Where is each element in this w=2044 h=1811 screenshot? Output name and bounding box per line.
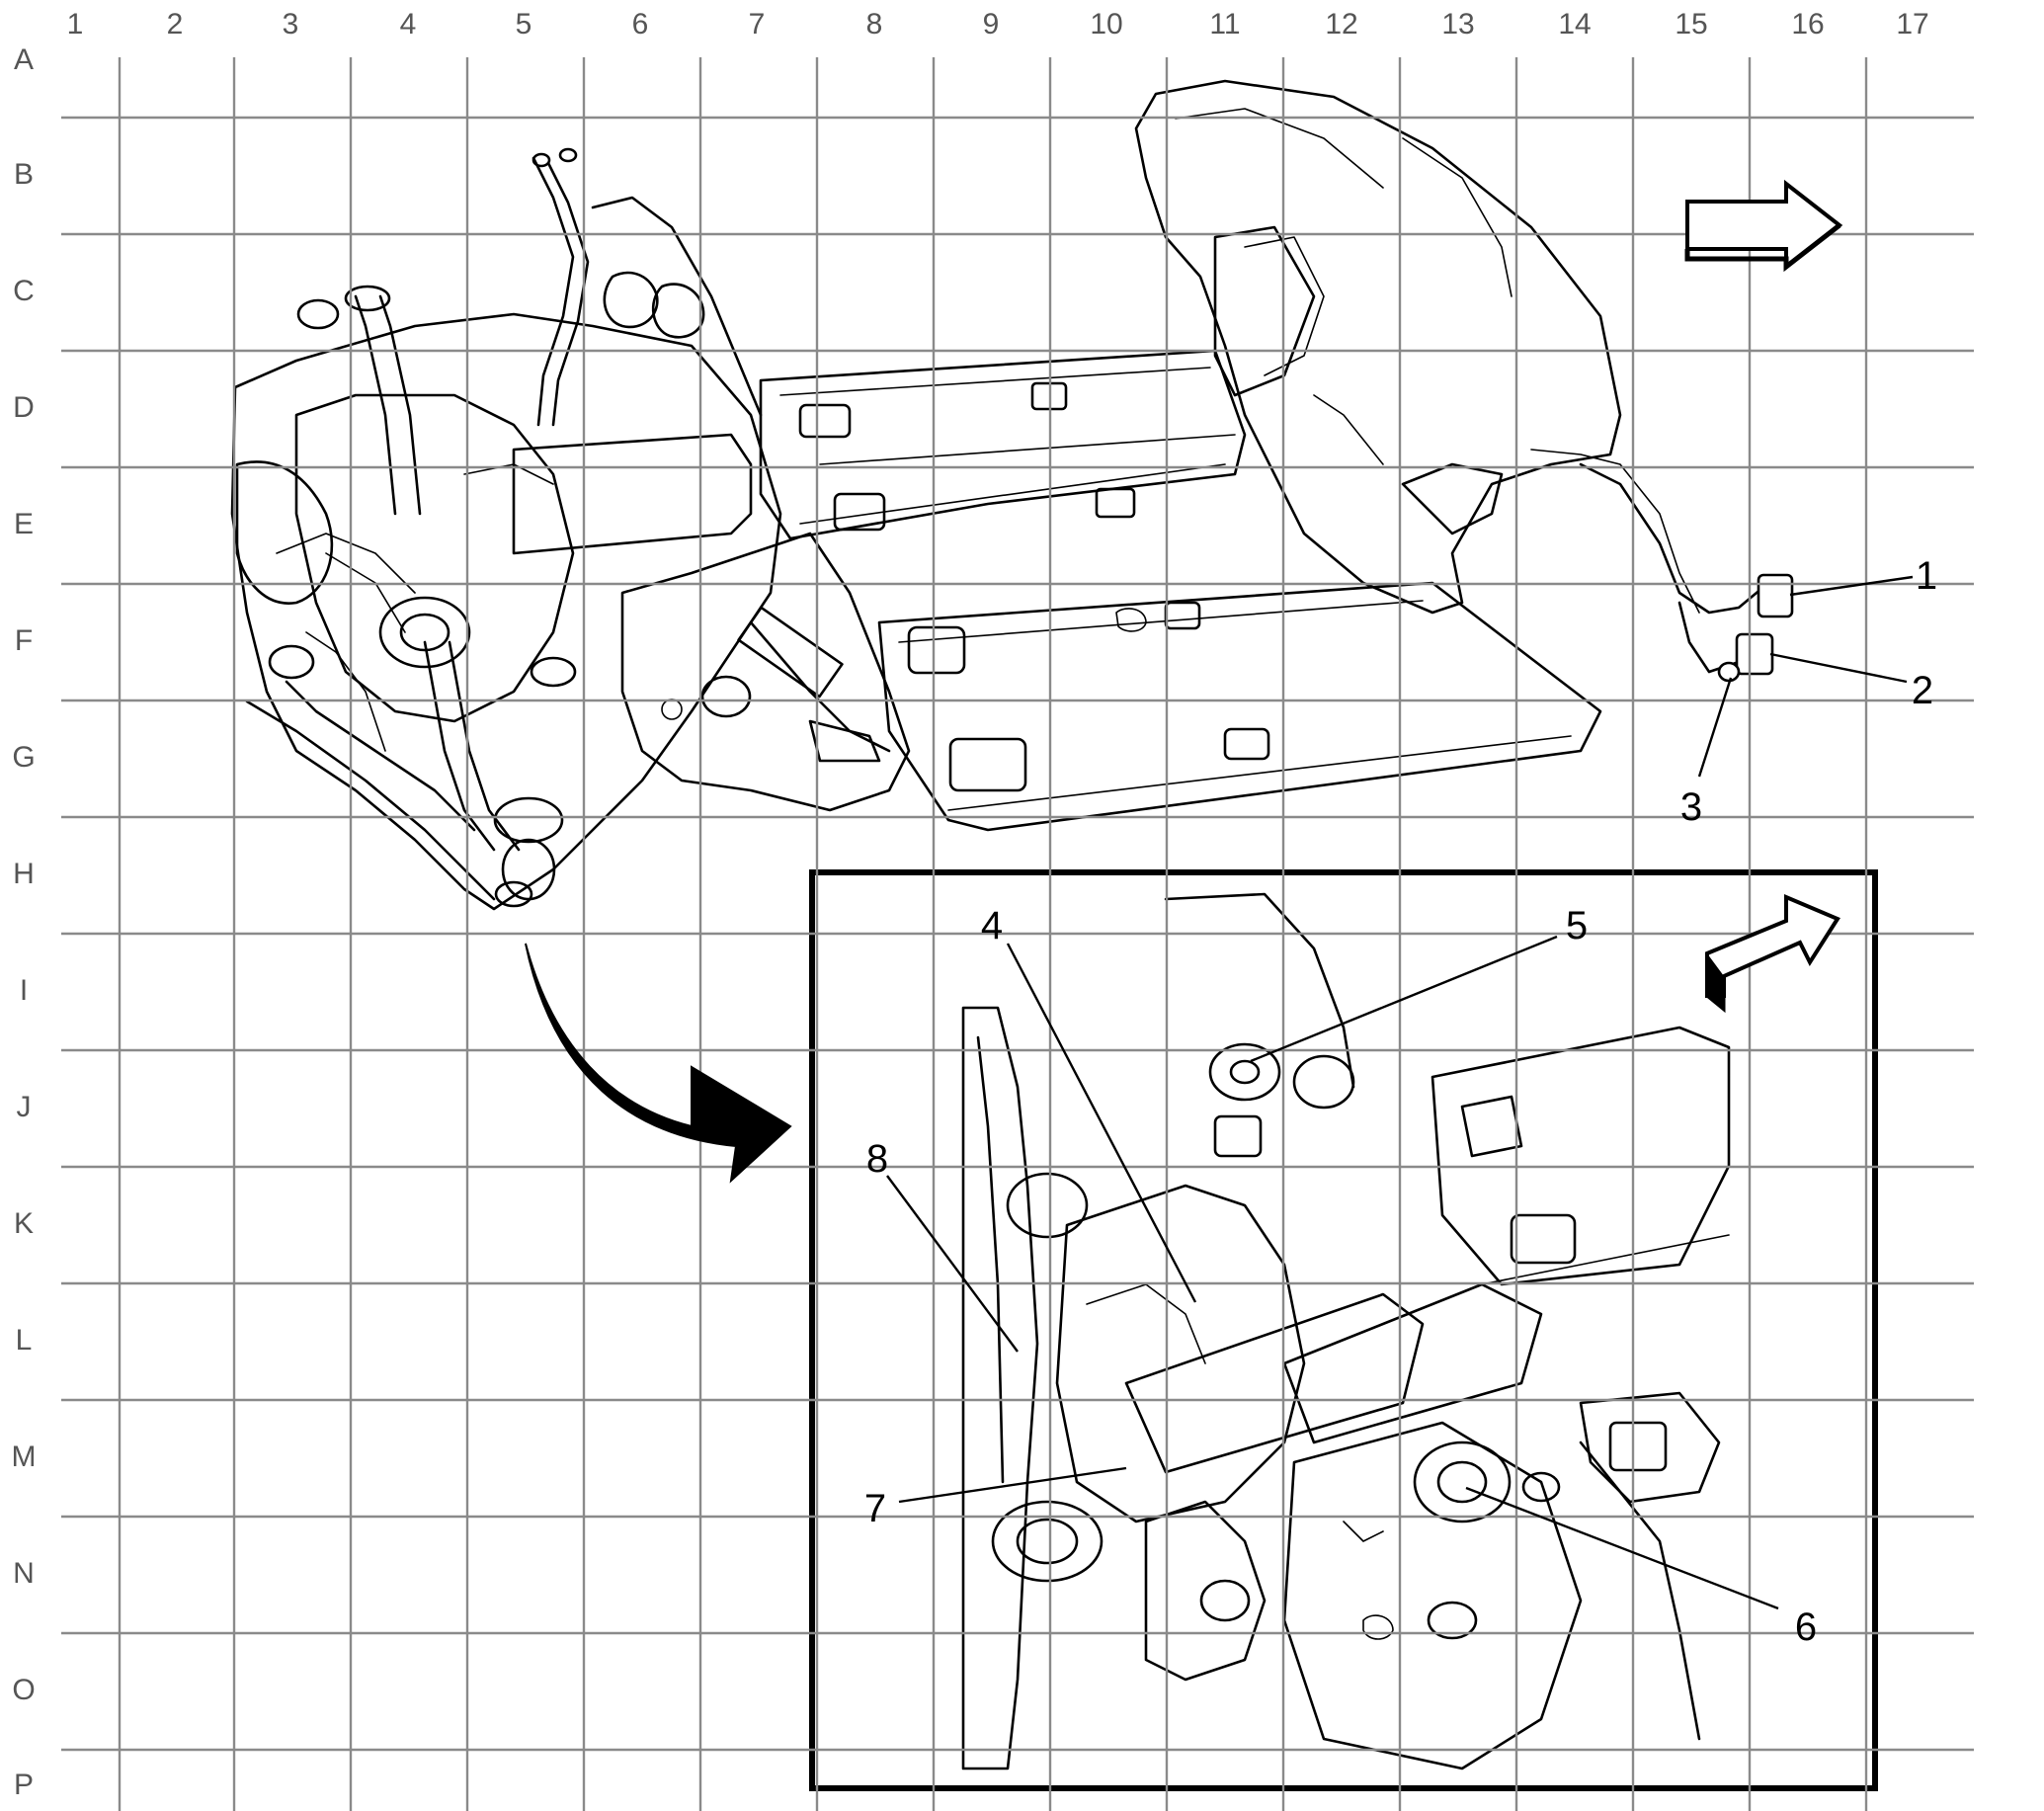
grid-row-label: B bbox=[14, 158, 34, 191]
inset-direction-arrow-icon bbox=[1705, 893, 1840, 1014]
grid-col-label: 4 bbox=[400, 8, 417, 41]
callout-5: 5 bbox=[1566, 904, 1588, 947]
grid-row-label: M bbox=[12, 1441, 37, 1473]
callout-1-leader bbox=[1789, 575, 1914, 597]
connector-1-body bbox=[1757, 573, 1794, 618]
callout-5-leader bbox=[1250, 935, 1558, 1063]
callout-1: 1 bbox=[1916, 554, 1937, 598]
grid-row-label: E bbox=[14, 508, 34, 540]
callout-3-leader bbox=[1697, 677, 1733, 778]
grid-col-label: 13 bbox=[1441, 8, 1474, 41]
callout-3: 3 bbox=[1680, 785, 1702, 829]
grid-col-label: 12 bbox=[1325, 8, 1357, 41]
grid-col-label: 9 bbox=[983, 8, 1000, 41]
connector-2-body bbox=[1735, 632, 1774, 676]
grid-col-label: 8 bbox=[866, 8, 883, 41]
rear-harness bbox=[1579, 462, 1794, 683]
inset-drawing bbox=[961, 892, 1731, 1770]
grid-col-label: 1 bbox=[67, 8, 84, 41]
grid-col-label: 6 bbox=[632, 8, 649, 41]
grid-row-label: D bbox=[13, 391, 35, 424]
grid-col-label: 3 bbox=[283, 8, 299, 41]
callout-2-leader bbox=[1769, 652, 1908, 684]
callout-7-leader bbox=[898, 1466, 1127, 1504]
callout-4: 4 bbox=[981, 904, 1003, 947]
grid-row-label: P bbox=[14, 1769, 34, 1801]
grid-row-label: H bbox=[13, 858, 35, 890]
grid-row-label: I bbox=[20, 974, 28, 1007]
grid-row-labels: A B C D E F G H I J K L M N O P bbox=[12, 43, 37, 1801]
detail-inset bbox=[809, 869, 1878, 1791]
grid-row-label: O bbox=[12, 1674, 35, 1706]
connector-3-body bbox=[1717, 661, 1741, 683]
grid-column-labels: 1 2 3 4 5 6 7 8 9 10 11 12 13 14 15 16 1… bbox=[67, 8, 1929, 41]
grid-col-label: 15 bbox=[1675, 8, 1707, 41]
floor-pan-upper bbox=[759, 349, 1247, 540]
suspension-cradle bbox=[230, 285, 782, 911]
grid-col-label: 7 bbox=[749, 8, 766, 41]
callout-7: 7 bbox=[864, 1487, 886, 1530]
grid-row-label: F bbox=[15, 624, 33, 657]
callout-8-leader bbox=[886, 1175, 1019, 1353]
callout-6-leader bbox=[1465, 1486, 1779, 1610]
grid-row-label: A bbox=[14, 43, 34, 76]
grid-col-label: 17 bbox=[1896, 8, 1928, 41]
direction-arrow-icon bbox=[1684, 179, 1843, 273]
grid-row-label: N bbox=[13, 1557, 35, 1590]
grid-col-label: 14 bbox=[1558, 8, 1591, 41]
grid-row-label: C bbox=[13, 275, 35, 307]
grid-horizontal-lines bbox=[61, 116, 1974, 1752]
grid-col-label: 10 bbox=[1090, 8, 1122, 41]
grid-row-label: J bbox=[17, 1091, 32, 1123]
reference-grid: 1 2 3 4 5 6 7 8 9 10 11 12 13 14 15 16 1… bbox=[12, 8, 1974, 1811]
grid-col-label: 11 bbox=[1209, 8, 1240, 41]
grid-col-label: 5 bbox=[516, 8, 532, 41]
grid-col-label: 2 bbox=[167, 8, 184, 41]
grid-col-label: 16 bbox=[1791, 8, 1824, 41]
callout-8: 8 bbox=[866, 1137, 888, 1181]
rear-body bbox=[1134, 79, 1700, 615]
fuel-tank bbox=[620, 532, 911, 812]
callout-4-leader bbox=[1006, 943, 1197, 1303]
floor-pan-lower bbox=[877, 581, 1602, 832]
harness-main bbox=[531, 147, 590, 427]
grid-row-label: L bbox=[16, 1324, 33, 1357]
detail-curved-arrow-icon bbox=[525, 943, 792, 1184]
torque-tube bbox=[512, 196, 763, 555]
grid-row-label: G bbox=[12, 741, 35, 774]
callouts: 1 2 3 4 5 6 7 8 bbox=[864, 554, 1937, 1649]
callout-2: 2 bbox=[1912, 669, 1933, 712]
callout-6: 6 bbox=[1795, 1605, 1817, 1649]
grid-row-label: K bbox=[14, 1207, 34, 1240]
